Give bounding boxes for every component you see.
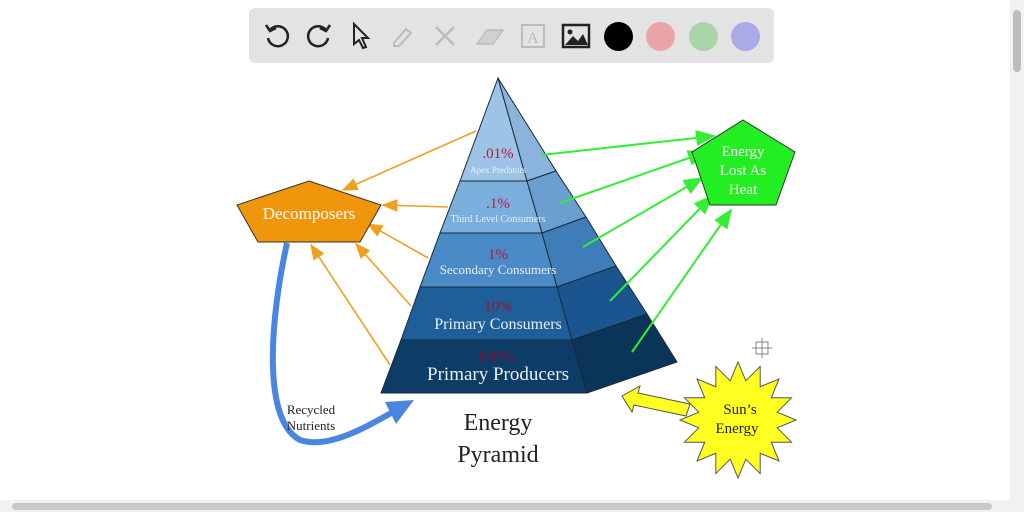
recycled-label-1: Recycled xyxy=(287,402,336,417)
label-producers: Primary Producers xyxy=(427,364,569,385)
energy-pyramid-diagram: Decomposers Recycled Nutrients .01% Apex… xyxy=(236,76,798,480)
percent-primary-consumers: 10% xyxy=(484,299,512,315)
sun-node: Sun’s Energy xyxy=(678,360,798,480)
label-primary-consumers: Primary Consumers xyxy=(434,316,562,333)
title-line-1: Energy xyxy=(464,410,533,436)
pen-icon[interactable] xyxy=(385,18,421,54)
undo-icon[interactable] xyxy=(259,18,295,54)
eraser-icon[interactable] xyxy=(471,18,507,54)
percent-secondary: 1% xyxy=(488,247,508,263)
heat-label-3: Heat xyxy=(729,182,758,198)
redo-icon[interactable] xyxy=(301,18,337,54)
select-pointer-icon[interactable] xyxy=(343,18,379,54)
vertical-scroll-thumb[interactable] xyxy=(1013,10,1021,72)
recycled-arrowhead xyxy=(385,400,414,424)
decomposer-arrows xyxy=(310,130,477,366)
percent-producers: 100% xyxy=(479,349,514,365)
image-icon[interactable] xyxy=(558,18,594,54)
title-line-2: Pyramid xyxy=(457,442,538,468)
sun-energy-arrow xyxy=(621,384,691,417)
percent-third: .1% xyxy=(486,196,510,212)
color-purple[interactable] xyxy=(727,18,763,54)
move-cursor-icon xyxy=(752,338,772,358)
horizontal-scroll-thumb[interactable] xyxy=(12,503,992,510)
percent-apex: .01% xyxy=(482,146,513,162)
color-black[interactable] xyxy=(600,18,636,54)
sun-label-2: Energy xyxy=(715,421,759,437)
pyramid xyxy=(380,76,678,394)
decomposers-node: Decomposers xyxy=(236,180,382,243)
tools-icon[interactable] xyxy=(427,18,463,54)
vertical-scrollbar[interactable] xyxy=(1010,0,1024,512)
svg-text:A: A xyxy=(527,30,539,47)
toolbar: A xyxy=(249,8,774,63)
heat-arrows xyxy=(540,130,733,353)
heat-loss-node: Energy Lost As Heat xyxy=(691,119,796,206)
heat-label-2: Lost As xyxy=(720,163,766,179)
color-pink[interactable] xyxy=(642,18,678,54)
decomposers-label: Decomposers xyxy=(263,204,356,223)
sun-label-1: Sun’s xyxy=(723,402,757,418)
horizontal-scrollbar[interactable] xyxy=(0,500,1010,512)
label-third: Third Level Consumers xyxy=(451,214,546,225)
text-icon[interactable]: A xyxy=(515,18,551,54)
label-apex: Apex Predators xyxy=(470,165,526,175)
recycled-label-2: Nutrients xyxy=(287,418,335,433)
label-secondary: Secondary Consumers xyxy=(440,262,557,277)
color-green[interactable] xyxy=(685,18,721,54)
recycled-nutrients-arrow xyxy=(269,242,407,446)
heat-label-1: Energy xyxy=(721,144,765,160)
